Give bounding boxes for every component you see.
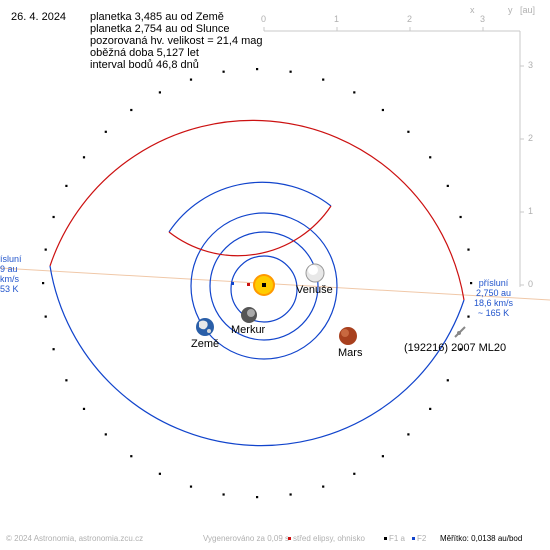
info-line: pozorovaná hv. velikost = 21,4 mag <box>90 35 263 47</box>
earth-label: Země <box>191 338 220 350</box>
info-line: planetka 2,754 au od Slunce <box>90 23 230 35</box>
x-tick-label: 3 <box>480 14 486 24</box>
orbit-dot <box>429 156 432 159</box>
y-tick-label: 2 <box>528 133 534 143</box>
orbit-dot <box>158 91 161 94</box>
earth-planet <box>196 318 214 336</box>
orbit-dot <box>189 485 193 488</box>
x-tick-label: 2 <box>407 14 413 24</box>
orbit-dot <box>429 407 432 410</box>
info-line: interval bodů 46,8 dnů <box>90 59 199 71</box>
asteroid-label: (192216) 2007 ML20 <box>404 342 507 354</box>
orbit-dot <box>65 184 68 187</box>
mercury-planet <box>241 307 257 323</box>
orbit-dot <box>459 215 462 219</box>
ellipse-center-marker <box>247 283 250 286</box>
mars-orbit <box>168 181 332 257</box>
y-axis-label: y <box>508 5 513 15</box>
scale-label: Měřítko: 0,0138 au/bod <box>440 534 523 543</box>
orbit-dot <box>82 407 86 410</box>
legend-f2: F2 <box>412 534 426 543</box>
orbit-dot <box>104 130 107 133</box>
orbit-dot <box>459 348 462 351</box>
apsis-line <box>0 267 550 301</box>
orbit-dot <box>52 215 55 219</box>
orbit-dot <box>222 70 225 73</box>
aphelion-note: ísluní 9 au km/s 53 K <box>0 254 22 294</box>
unit-label: [au] <box>520 5 536 15</box>
orbit-dot <box>52 348 55 351</box>
orbit-dot <box>446 379 449 382</box>
orbit-dot <box>353 91 356 94</box>
asteroid-orbit <box>49 119 465 447</box>
x-tick-label: 0 <box>261 14 267 24</box>
venus-label: Venuše <box>296 284 333 296</box>
orbit-dot <box>158 472 161 475</box>
orbit-dot <box>130 455 133 458</box>
orbit-dot <box>446 184 449 187</box>
orbit-dot <box>256 496 259 499</box>
date-label: 26. 4. 2024 <box>11 11 67 23</box>
perihelion-note: přísluní 2,750 au 18,6 km/s ~ 165 K <box>474 278 514 318</box>
orbit-dots <box>42 68 473 499</box>
orbit-dot <box>130 108 133 112</box>
orbit-dot <box>44 315 47 318</box>
orbit-dot <box>82 156 86 159</box>
orbit-dot <box>322 78 325 81</box>
orbit-dot <box>470 282 473 285</box>
venus-planet <box>305 263 325 283</box>
info-panel: planetka 3,485 au od Země planetka 2,754… <box>90 11 263 71</box>
orbit-dot <box>467 248 470 251</box>
legend-f1: F1 a <box>384 534 405 543</box>
mars-planet <box>339 327 357 345</box>
venus-orbit <box>209 231 319 341</box>
orbit-dot <box>381 455 384 458</box>
generated-time: Vygenerováno za 0,09 s <box>203 534 289 543</box>
red-square-icon <box>288 537 291 541</box>
legend-center: střed elipsy, ohnisko <box>288 534 365 543</box>
mercury-label: Merkur <box>231 324 266 336</box>
y-tick-label: 3 <box>528 60 534 70</box>
orbit-dot <box>104 433 107 436</box>
orbit-dot <box>407 130 410 133</box>
x-tick-label: 1 <box>334 14 340 24</box>
orbit-dot <box>467 315 470 318</box>
orbit-dot <box>44 248 47 251</box>
orbit-dot <box>289 493 292 496</box>
copyright: © 2024 Astronomia, astronomia.zcu.cz <box>6 534 144 543</box>
orbit-dot <box>65 379 68 382</box>
orbit-dot <box>289 70 292 73</box>
info-line: planetka 3,485 au od Země <box>90 11 224 23</box>
y-tick-label: 1 <box>528 206 534 216</box>
x-axis-label: x <box>470 5 475 15</box>
info-line: oběžná doba 5,127 let <box>90 47 199 59</box>
orbit-dot <box>353 472 356 475</box>
mars-label: Mars <box>338 347 363 359</box>
orbit-dot <box>189 78 193 81</box>
orbit-dot <box>42 282 45 285</box>
black-square-icon <box>384 537 387 541</box>
orbit-dot <box>381 108 384 112</box>
orbit-dot <box>256 68 259 71</box>
orbit-dot <box>322 485 325 488</box>
orbit-dot <box>222 493 225 496</box>
orbit-dot <box>407 433 410 436</box>
sun <box>253 274 275 296</box>
asteroid-marker <box>454 326 466 338</box>
focus-marker <box>231 282 234 285</box>
earth-orbit <box>190 212 338 360</box>
y-tick-label: 0 <box>528 279 534 289</box>
blue-square-icon <box>412 537 415 541</box>
axes <box>263 27 524 287</box>
